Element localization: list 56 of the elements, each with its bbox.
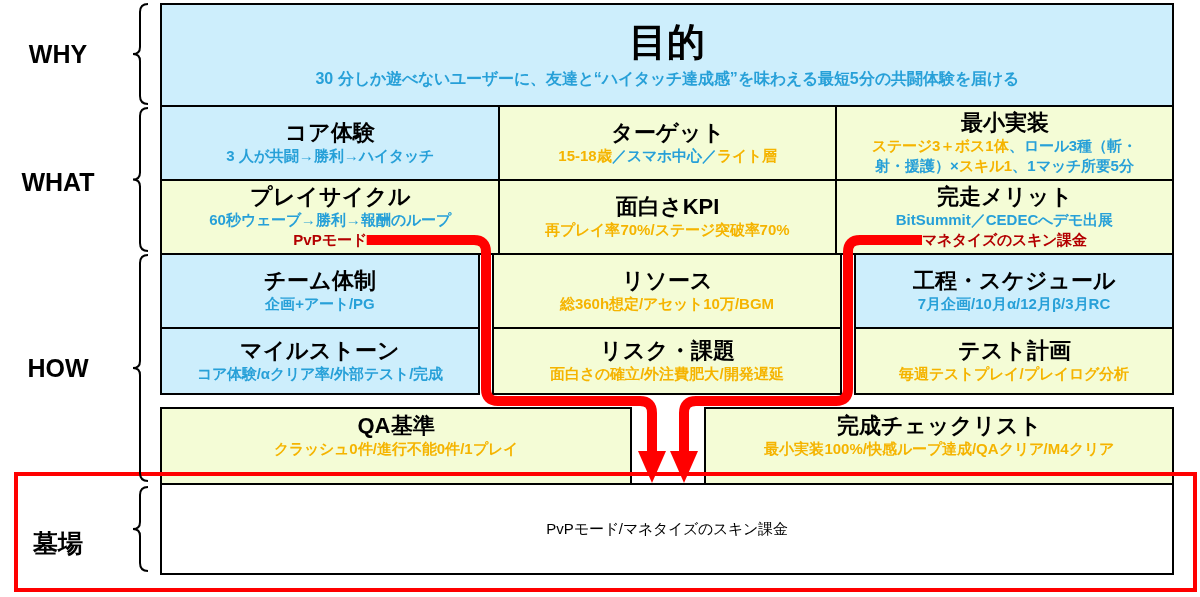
routed-arrow — [670, 235, 922, 483]
cell-description: 15-18歳／スマホ中心／ライト層 — [558, 146, 777, 166]
routed-arrow — [366, 235, 666, 483]
cell-description: 毎週テストプレイ/プレイログ分析 — [899, 364, 1129, 384]
section-label: WHY — [27, 39, 89, 69]
grid-cell — [835, 179, 1174, 255]
cell-description: 再プレイ率70%/ステージ突破率70% — [545, 220, 790, 240]
cell-description: BitSummit／CEDECへデモ出展 — [895, 210, 1114, 230]
cell-description: 7月企画/10月α/12月β/3月RC — [917, 294, 1111, 314]
highlight-frame — [14, 472, 1197, 592]
cell-title: QA基準 — [357, 413, 435, 439]
cell-description: コア体験/αクリア率/外部テスト/完成 — [196, 364, 444, 384]
section-label: HOW — [26, 353, 90, 383]
section-label: WHAT — [20, 167, 96, 197]
cell-description: 企画+アート/PG — [265, 294, 375, 314]
cell-title: ターゲット — [610, 120, 725, 146]
goal-panel — [160, 3, 1174, 107]
cell-description: 60秒ウェーブ→勝利→報酬のループ — [209, 210, 451, 230]
goal-statement: 30 分しか遊べないユーザーに、友達と“ハイタッチ達成感”を味わえる最短5分の共闘体験を届ける — [315, 69, 1019, 90]
grid-cell — [160, 179, 500, 255]
cell-title: テスト計画 — [957, 338, 1071, 364]
cell-title: 工程・スケジュール — [912, 268, 1116, 294]
flagged-note: マネタイズのスキン課金 — [922, 230, 1087, 250]
cell-description: 面白さの確立/外注費肥大/開発遅延 — [550, 364, 784, 384]
cell-title: マイルストーン — [240, 338, 400, 364]
cell-title: 面白さKPI — [615, 194, 720, 220]
cell-title: 完走メリット — [936, 184, 1073, 210]
grid-cell — [854, 327, 1174, 395]
cell-title: 完成チェックリスト — [836, 413, 1042, 439]
grid-cell — [492, 253, 842, 329]
graveyard-box — [160, 483, 1174, 575]
grid-cell — [160, 327, 480, 395]
grid-cell — [160, 253, 480, 329]
grid-cell — [498, 105, 837, 181]
cell-description: 3 人が共闘→勝利→ハイタッチ — [226, 146, 434, 166]
grid-cell — [160, 105, 500, 181]
grid-cell — [835, 105, 1174, 181]
cell-description: クラッシュ0件/進行不能0件/1プレイ — [274, 439, 518, 459]
cell-title: プレイサイクル — [249, 184, 411, 210]
cell-title: リソース — [621, 268, 713, 294]
cell-description: ステージ3＋ボス1体、ロール3種（斬・射・援護）×スキル1、1マッチ所要5分 — [871, 136, 1138, 176]
grid-cell — [704, 407, 1174, 485]
flagged-note: PvPモード — [293, 230, 367, 250]
cell-description: 総360h想定/アセット10万/BGM — [559, 294, 775, 314]
grid-cell — [854, 253, 1174, 329]
cell-title: 最小実装 — [960, 110, 1049, 136]
cell-text: PvPモード/マネタイズのスキン課金 — [546, 519, 788, 539]
grid-cell — [492, 327, 842, 395]
cell-title: コア体験 — [285, 120, 375, 146]
cell-title: チーム体制 — [264, 268, 376, 294]
grid-cell — [160, 407, 632, 485]
grid-cell — [498, 179, 837, 255]
section-label: 墓場 — [32, 528, 84, 558]
goal-title: 目的 — [629, 20, 705, 64]
cell-title: リスク・課題 — [599, 338, 735, 364]
cell-description: 最小実装100%/快感ループ達成/QAクリア/M4クリア — [764, 439, 1114, 459]
